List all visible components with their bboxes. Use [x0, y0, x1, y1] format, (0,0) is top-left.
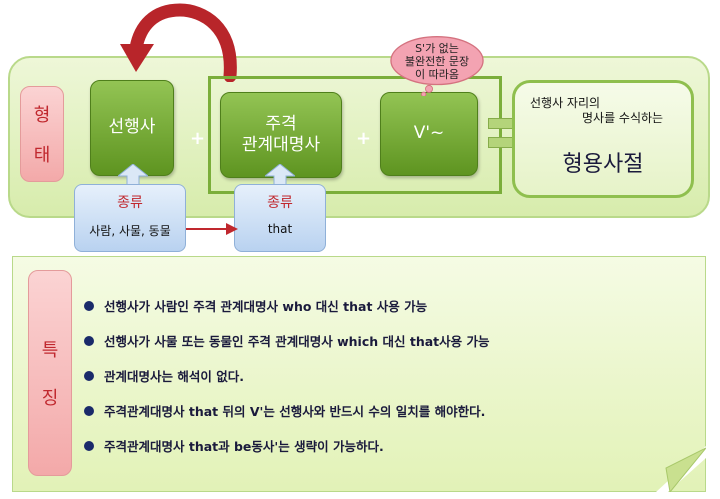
feature-item-4: 주격관계대명사 that 뒤의 V'는 선행사와 반드시 수의 일치를 해야한다…	[84, 401, 485, 420]
cloud-line-1: S'가 없는	[415, 42, 459, 55]
verb-text: V'~	[413, 123, 445, 144]
cloud-text: S'가 없는 불완전한 문장 이 따라옴	[382, 42, 492, 81]
connect-arrow	[186, 223, 238, 235]
bullet-icon	[84, 405, 94, 416]
up-arrow-left	[118, 164, 148, 186]
feature-text-2: 선행사가 사물 또는 동물인 주격 관계대명사 which 대신 that사용 …	[104, 334, 490, 349]
result-note-line-1: 선행사 자리의	[530, 96, 601, 110]
result-box	[512, 80, 694, 198]
features-label-char-1: 특	[41, 340, 59, 361]
bullet-icon	[84, 335, 94, 346]
form-label-char-2: 태	[33, 145, 51, 166]
bullet-icon	[84, 300, 94, 311]
modify-label: 수식	[165, 37, 191, 53]
modify-arrow	[120, 3, 237, 82]
cloud-line-3: 이 따라옴	[415, 68, 459, 81]
result-note: 선행사 자리의 명사를 수식하는	[530, 96, 663, 126]
clause-frame	[208, 76, 502, 194]
bullet-icon	[84, 370, 94, 381]
form-label-char-1: 형	[33, 105, 51, 126]
kind-value-relative: that	[267, 222, 293, 236]
antecedent-box: 선행사	[90, 80, 174, 176]
feature-text-5: 주격관계대명사 that과 be동사'는 생략이 가능하다.	[104, 439, 384, 454]
subject-relative-box: 주격 관계대명사	[220, 92, 342, 178]
feature-item-3: 관계대명사는 해석이 없다.	[84, 366, 244, 385]
verb-box: V'~	[380, 92, 478, 176]
form-label: 형 태	[20, 86, 64, 182]
plus-sign-2: +	[356, 128, 372, 149]
features-label-char-2: 징	[41, 388, 59, 409]
result-title: 형용사절	[562, 152, 644, 177]
cloud-callout	[390, 35, 484, 96]
page-curl	[656, 446, 706, 492]
feature-item-1: 선행사가 사람인 주격 관계대명사 who 대신 that 사용 가능	[84, 296, 427, 315]
features-panel	[12, 256, 706, 492]
plus-sign-1: +	[190, 128, 206, 149]
antecedent-text: 선행사	[108, 117, 156, 138]
feature-item-2: 선행사가 사물 또는 동물인 주격 관계대명사 which 대신 that사용 …	[84, 331, 490, 350]
kind-title-relative: 종류	[267, 195, 293, 211]
feature-text-3: 관계대명사는 해석이 없다.	[104, 369, 244, 384]
bullet-icon	[84, 440, 94, 451]
kind-box-relative	[234, 184, 326, 252]
cloud-line-2: 불완전한 문장	[404, 55, 470, 68]
feature-item-5: 주격관계대명사 that과 be동사'는 생략이 가능하다.	[84, 436, 384, 455]
subject-relative-line-2: 관계대명사	[241, 135, 321, 155]
kind-title-antecedent: 종류	[117, 195, 143, 211]
up-arrow-right	[265, 164, 295, 186]
feature-text-1: 선행사가 사람인 주격 관계대명사 who 대신 that 사용 가능	[104, 299, 428, 314]
feature-text-4: 주격관계대명사 that 뒤의 V'는 선행사와 반드시 수의 일치를 해야한다…	[104, 404, 486, 419]
kind-box-antecedent	[74, 184, 186, 252]
kind-value-antecedent: 사람, 사물, 동물	[89, 224, 171, 238]
result-note-line-2: 명사를 수식하는	[582, 111, 664, 125]
features-label: 특 징	[28, 270, 72, 476]
subject-relative-line-1: 주격	[265, 113, 297, 134]
